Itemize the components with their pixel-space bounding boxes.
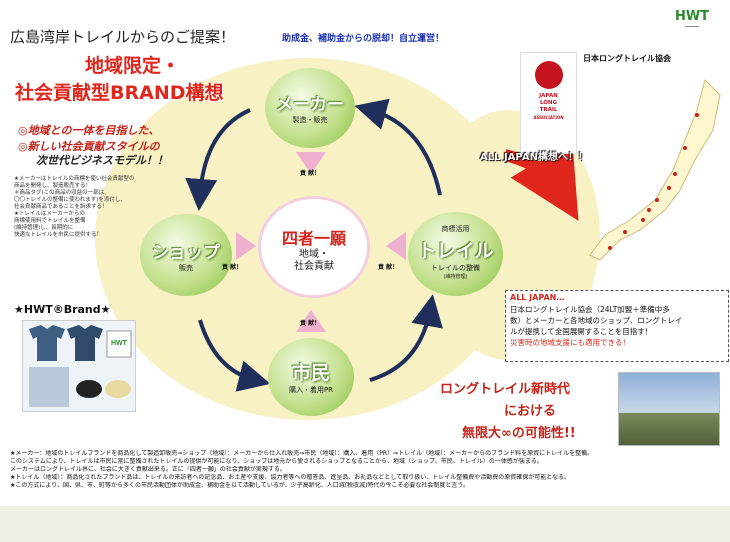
maker-role: 製造・販売 <box>292 116 328 124</box>
concept-1: ◎地域との一体を目指した、 <box>18 124 160 137</box>
page-title: 広島湾岸トレイルからのご提案！ <box>10 28 236 46</box>
cap-icon <box>76 380 102 398</box>
pink-arrow-bottom <box>296 310 326 332</box>
maker-circle: メーカー 製造・販売 <box>265 68 355 148</box>
jlt-logo-mark <box>534 61 563 89</box>
pink-arrow-left <box>236 232 256 260</box>
center-circle: 四者一願 地域・ 社会貢献 <box>258 196 370 298</box>
tshirt-icon <box>29 325 65 361</box>
arrow-maker-to-shop <box>185 108 251 211</box>
shop-role: 販売 <box>179 264 193 272</box>
bottom-note-line: ★メーカー：地域のトレイルブランドを商品化して製造卸販売⇒ショップ（地域）：メー… <box>10 450 594 457</box>
cap-icon <box>105 380 131 398</box>
longtrail-headline-2: における <box>504 404 557 419</box>
jlt-logo-line: LONG <box>539 100 558 106</box>
note-line: (維持管理)し、長期的に <box>14 225 74 231</box>
footer-band <box>0 506 730 542</box>
contribution-label-left: 貢 献！ <box>222 264 243 271</box>
shop-name: ショップ <box>152 243 220 263</box>
note-line: 商標使用料でトレイルを整備 <box>14 218 86 224</box>
bottom-note-line: このシステムにより、トレイルは市民に常に整備されたトレイルの提供が可能になり、シ… <box>10 458 543 465</box>
tag-icon <box>106 330 132 358</box>
center-name: 四者一願 <box>281 229 346 248</box>
all-japan-box-line: ルが提携して全国展開することを目指す！ <box>510 327 653 336</box>
all-japan-box-line: 数）とメーカーと各地域のショップ、ロングトレイ <box>510 316 683 325</box>
svg-text:HWT: HWT <box>111 340 128 347</box>
maker-name: メーカー <box>276 95 344 115</box>
bottom-note-line: ★この方式により、国、県、市、町等から多くの市民活動団体が助成金、補助金を以て活… <box>10 482 470 489</box>
hiker-photo <box>618 372 720 446</box>
brand-products-illustration: HWT <box>29 325 132 407</box>
map-title: 日本ロングトレイル協会 <box>583 54 671 63</box>
trail-markers <box>608 113 699 250</box>
trail-top: 商標活用 <box>441 225 470 233</box>
brand-product-photo: HWT <box>22 320 136 412</box>
hwt-logo-mark: ━━━━━━ <box>684 24 700 29</box>
note-line: 社会貢献商品であることを訴求する！ <box>14 204 108 210</box>
people-photo <box>29 367 69 407</box>
headline-2: 社会貢献型BRAND構想 <box>15 82 224 104</box>
trail-role-sub: (維持管理) <box>443 274 468 280</box>
contribution-label-bottom: 貢 献！ <box>300 320 321 327</box>
bottom-note-line: メーカーはロングトレイル界に、社会に大きく貢献出来る。正に「四者一願」の社会貢献… <box>10 466 286 473</box>
jlt-logo-line: JAPAN <box>539 93 558 99</box>
trail-name: トレイル <box>417 240 494 262</box>
shop-circle: ショップ 販売 <box>140 214 232 296</box>
contribution-label-top: 貢 献！ <box>300 170 321 177</box>
jlt-logo: JAPAN LONG TRAIL ASSOCIATION <box>520 52 577 154</box>
citizen-role: 購入・着用PR <box>288 386 334 394</box>
trail-circle: 商標活用 トレイル トレイルの整備 (維持管理) <box>408 212 503 296</box>
tshirt-icon <box>67 325 103 361</box>
pink-arrow-top <box>296 152 326 174</box>
all-japan-label: ALL JAPAN構想へ！！ <box>480 152 588 163</box>
bottom-note-line: ★トレイル（地域）：商品化されたブランド品は、トレイルの来訪者への記念品、お土産… <box>10 474 571 481</box>
left-notes: ★メーカーはトレイルの商標を使い社会貢献型の 商品を開発し、製造販売する！ ＊商… <box>14 176 154 239</box>
jlt-logo-line: TRAIL <box>539 107 558 113</box>
concept-3: 次世代ビジネスモデル！！ <box>36 154 168 167</box>
arrow-citizen-to-trail <box>369 294 443 382</box>
bottom-notes: ★メーカー：地域のトレイルブランドを商品化して製造卸販売⇒ショップ（地域）：メー… <box>10 450 725 490</box>
note-line: 商品を開発し、製造販売する！ <box>14 183 92 189</box>
page-subtitle: 助成金、補助金からの脱却！自立運営！ <box>282 34 445 44</box>
center-sub-1: 地域・ <box>299 249 329 260</box>
hwt-logo: HWT ━━━━━━ <box>672 10 712 40</box>
center-sub-2: 社会貢献 <box>294 261 334 272</box>
longtrail-headline-3: 無限大∞の可能性!! <box>462 426 576 441</box>
brand-title: ★HWT®Brand★ <box>14 303 111 316</box>
citizen-circle: 市民 購入・着用PR <box>268 338 354 416</box>
citizen-name: 市民 <box>291 362 330 384</box>
trail-role: トレイルの整備 <box>431 264 480 272</box>
headline-1: 地域限定・ <box>85 55 181 77</box>
all-japan-box-line: 日本ロングトレイル協会（24LT加盟＋準備中多 <box>510 305 670 314</box>
arrow-shop-to-citizen <box>198 319 271 392</box>
all-japan-box-heading: ALL JAPAN… <box>510 293 565 302</box>
japan-map-shape <box>589 79 721 261</box>
concept-2: ◎新しい社会貢献スタイルの <box>18 140 160 153</box>
arrow-trail-to-maker <box>354 98 442 196</box>
note-line: 快適なトレイルを市民に提供する！ <box>14 232 103 238</box>
pink-arrow-right <box>386 232 406 260</box>
contribution-label-right: 貢 献！ <box>378 264 399 271</box>
longtrail-headline-1: ロングトレイル新時代 <box>440 382 571 397</box>
hwt-logo-text: HWT <box>674 9 710 24</box>
red-arrow-all-japan <box>503 140 579 221</box>
all-japan-box: ALL JAPAN… 日本ロングトレイル協会（24LT加盟＋準備中多 数）とメー… <box>505 290 729 362</box>
note-line: ＊商品タグ(この商品の収益の一部は、 <box>14 190 110 196</box>
note-line: ★トレイルはメーカーからの <box>14 211 85 217</box>
note-line: ★メーカーはトレイルの商標を使い社会貢献型の <box>14 176 135 182</box>
jlt-logo-line: ASSOCIATION <box>533 115 564 120</box>
all-japan-box-red: 災害時の地域支援にも適用できる！ <box>510 338 630 347</box>
note-line: 〇〇トレイルの整備に使われます)を添付し、 <box>14 197 126 203</box>
japan-map <box>589 79 721 261</box>
